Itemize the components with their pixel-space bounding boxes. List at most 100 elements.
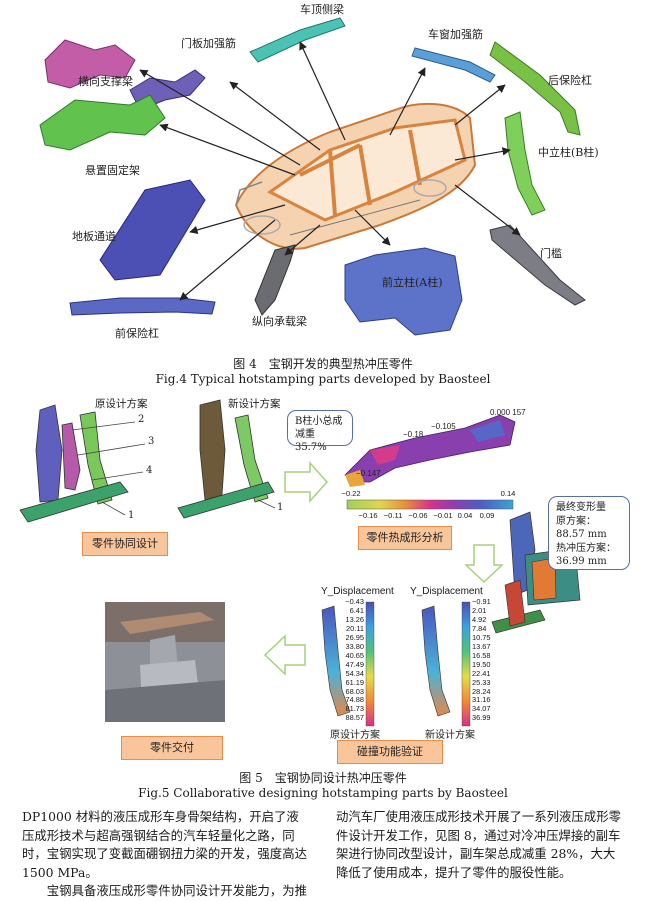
part-number-4: 4	[146, 465, 153, 476]
figure-5-caption-cn: 图 5 宝钢协同设计热冲压零件	[239, 771, 407, 785]
final-deformation-note: 最终变形量 原方案： 88.57 mm 热冲压方案： 36.99 mm	[548, 496, 630, 570]
figure-4-caption-en: Fig.4 Typical hotstamping parts develope…	[155, 372, 491, 386]
arrow-down-icon	[464, 544, 504, 584]
forming-colorbar	[346, 499, 514, 510]
figure-4-illustration	[39, 17, 586, 336]
part-number-1-new: 1	[277, 502, 284, 513]
disp-orig-colorbar	[365, 601, 375, 727]
disp-new-pillar	[421, 605, 451, 717]
mass-reduction-note: B柱小总成 减重35.7%	[287, 410, 353, 453]
figure-4-caption-cn: 图 4 宝钢开发的典型热冲压零件	[233, 357, 413, 371]
floor-tunnel-part	[99, 179, 206, 281]
crash-model	[491, 511, 581, 634]
contour-label-mid1: −0.105	[431, 422, 456, 431]
body-right-column: 动汽车厂使用液压成形技术开展了一系列液压成形零件设计开发工作，见图 8，通过对冷…	[336, 808, 626, 882]
disp-scale-value: 68.03	[345, 686, 365, 696]
roof-rail-part	[249, 17, 346, 63]
body-left-paragraph-2: 宝钢具备液压成形零件协同设计开发能力，为推	[46, 883, 307, 899]
disp-new-caption: 新设计方案	[425, 730, 475, 741]
deform-note-line: 88.57 mm	[556, 529, 607, 540]
disp-scale-value: 26.95	[345, 632, 365, 642]
delivered-part-photo	[105, 602, 225, 722]
label-window-rib: 车窗加强筋	[428, 28, 483, 41]
disp-scale-value: 16.58	[472, 650, 491, 660]
disp-scale-value: 47.49	[345, 659, 365, 669]
deform-note-line: 36.99 mm	[556, 556, 607, 567]
disp-scale-value: 19.50	[472, 659, 491, 669]
disp-orig-caption: 原设计方案	[330, 730, 380, 741]
disp-scale-value: 4.92	[472, 614, 487, 624]
orig-pillar-assembly	[19, 404, 129, 523]
label-a-pillar: 前立柱(A柱)	[382, 276, 443, 289]
figure-5-illustration	[19, 399, 581, 727]
mass-note-line1: B柱小总成	[295, 416, 343, 427]
step-forming-analysis: 零件热成形分析	[358, 526, 452, 550]
disp-scale-value: 40.65	[345, 650, 365, 660]
colorbar-tick: 0.09	[479, 511, 495, 520]
part-leaders	[71, 421, 276, 516]
rear-bumper-part	[489, 41, 581, 136]
figure-4: 车顶侧梁 门板加强筋 车窗加强筋 横向支撑梁 后保险杠 悬置固定架 中立柱(B柱…	[0, 0, 646, 390]
leader-arrows	[139, 41, 521, 301]
deform-note-line: 最终变形量	[556, 502, 606, 513]
part-number-3: 3	[148, 436, 155, 447]
disp-scale-value: 33.80	[345, 641, 365, 651]
disp-orig-title: Y_Displacement	[321, 586, 394, 597]
new-design-label: 新设计方案	[228, 398, 281, 410]
new-pillar-assembly	[177, 399, 275, 519]
label-cross-beam: 横向支撑梁	[78, 75, 133, 88]
disp-scale-value: 7.84	[472, 623, 487, 633]
sill-part	[489, 224, 586, 306]
disp-scale-value: 13.26	[345, 614, 365, 624]
contour-label-max: 0.000 157	[490, 408, 526, 417]
label-rear-bumper: 后保险杠	[548, 74, 592, 87]
label-roof-rail: 车顶侧梁	[300, 3, 344, 16]
part-number-1-orig: 1	[128, 510, 135, 521]
label-b-pillar: 中立柱(B柱)	[538, 146, 599, 159]
disp-scale-value: 81.73	[345, 704, 365, 714]
body-left-column: DP1000 材料的液压成形车身骨架结构，开启了液压成形技术与超高强钢结合的汽车…	[22, 808, 308, 901]
label-front-bumper: 前保险杠	[115, 327, 159, 340]
disp-scale-value: 36.99	[472, 713, 491, 723]
body-left-paragraph-1: DP1000 材料的液压成形车身骨架结构，开启了液压成形技术与超高强钢结合的汽车…	[22, 809, 307, 880]
b-pillar-part	[504, 111, 546, 216]
label-suspension-bracket: 悬置固定架	[85, 164, 140, 177]
disp-new-title: Y_Displacement	[410, 586, 483, 597]
disp-scale-value: 74.88	[345, 695, 365, 705]
disp-scale-value: 88.57	[345, 713, 365, 723]
label-floor-tunnel: 地板通道	[72, 230, 116, 243]
colorbar-tick: 0.04	[457, 511, 473, 520]
orig-design-label: 原设计方案	[95, 398, 148, 410]
suspension-bracket-part	[39, 94, 166, 151]
arrow-right-icon	[284, 461, 329, 503]
colorbar-tick-min: −0.22	[341, 489, 361, 498]
step-collab-design: 零件协同设计	[82, 532, 168, 556]
disp-scale-value: −0.91	[472, 597, 491, 606]
contour-label-min: −0.147	[356, 469, 381, 478]
colorbar-tick: −0.11	[383, 511, 403, 520]
disp-new-colorbar	[461, 601, 471, 727]
disp-scale-value: 25.33	[472, 677, 491, 687]
car-body-icon	[234, 102, 477, 250]
colorbar-tick-max: 0.14	[500, 489, 516, 498]
label-door-rib: 门板加强筋	[181, 37, 236, 50]
disp-scale-value: 2.01	[472, 605, 487, 615]
disp-scale-value: 13.67	[472, 641, 491, 651]
step-crash-verification: 碰撞功能验证	[337, 740, 443, 764]
disp-scale-value: 20.11	[346, 623, 364, 633]
window-rib-part	[411, 47, 496, 83]
front-bumper-part	[69, 297, 216, 316]
disp-scale-value: 28.24	[472, 686, 491, 696]
colorbar-tick: −0.16	[358, 511, 378, 520]
label-sill: 门槛	[540, 247, 562, 260]
deform-note-line: 热冲压方案：	[556, 542, 616, 554]
disp-scale-value: 10.75	[472, 632, 491, 642]
long-rail-part	[254, 244, 296, 316]
a-pillar-part	[344, 247, 463, 336]
part-number-2: 2	[138, 414, 145, 425]
disp-scale-value: 6.41	[349, 605, 364, 615]
arrow-left-icon	[263, 634, 306, 676]
contour-label-mid2: −0.18	[403, 430, 424, 439]
